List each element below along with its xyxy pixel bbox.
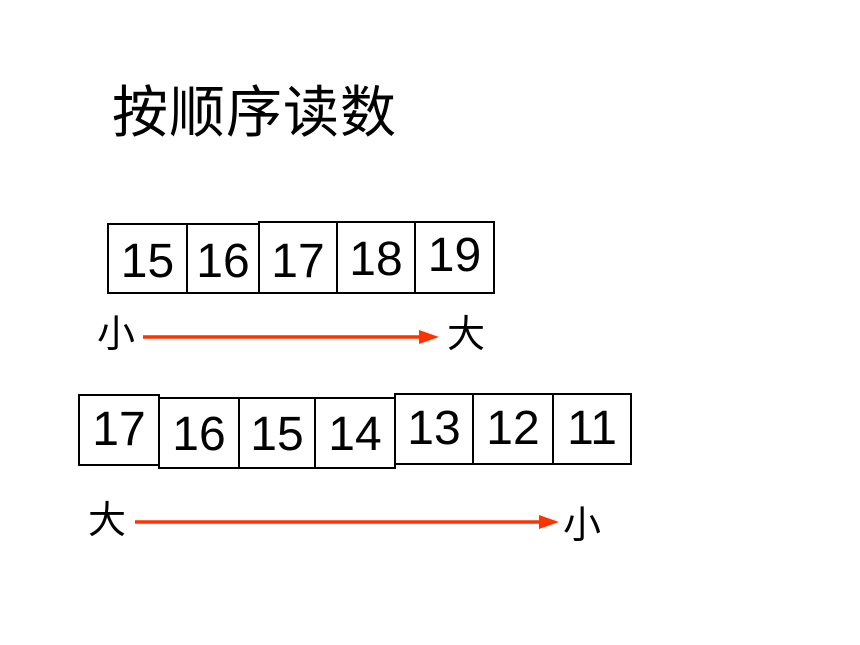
number-label: 16 xyxy=(172,408,226,461)
number-box: 19 xyxy=(414,221,495,294)
number-label: 16 xyxy=(196,235,250,288)
small-label: 小 xyxy=(97,312,136,356)
number-label: 17 xyxy=(271,235,325,288)
number-box: 16 xyxy=(158,397,240,469)
number-box: 17 xyxy=(78,394,160,466)
large-label: 大 xyxy=(447,312,486,356)
number-box: 15 xyxy=(107,223,188,294)
number-label: 15 xyxy=(120,235,175,288)
slide-title: 按顺序读数 xyxy=(112,81,397,146)
number-box: 18 xyxy=(336,221,416,294)
right-arrow-icon xyxy=(135,515,559,529)
number-label: 19 xyxy=(427,229,482,282)
number-box: 13 xyxy=(394,393,474,465)
number-label: 14 xyxy=(328,408,382,461)
number-box: 11 xyxy=(552,393,632,465)
number-label: 11 xyxy=(567,402,617,455)
number-box: 14 xyxy=(314,397,396,469)
number-box: 12 xyxy=(472,393,554,465)
number-box: 15 xyxy=(238,397,316,469)
number-box: 17 xyxy=(258,221,338,294)
number-box: 16 xyxy=(186,223,260,294)
number-label: 15 xyxy=(250,408,304,461)
small-label: 小 xyxy=(563,503,602,547)
large-label: 大 xyxy=(88,498,127,542)
number-label: 12 xyxy=(486,402,540,455)
number-label: 18 xyxy=(349,233,403,286)
number-label: 17 xyxy=(92,403,146,456)
number-label: 13 xyxy=(407,402,461,455)
right-arrow-icon xyxy=(143,330,439,344)
